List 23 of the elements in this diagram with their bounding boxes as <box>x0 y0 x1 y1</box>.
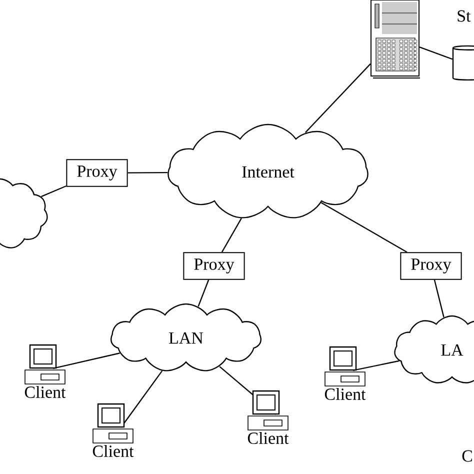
network-cloud: LA <box>394 315 474 384</box>
connector-line <box>198 280 210 307</box>
connector-line <box>434 280 444 318</box>
connector-line <box>320 202 408 253</box>
proxy-box: Proxy <box>400 252 462 280</box>
server-drawing <box>370 0 420 78</box>
connector-line <box>128 172 168 174</box>
client-label: Client <box>24 386 66 398</box>
client-label: Client <box>324 388 366 400</box>
connector-line <box>304 63 371 133</box>
connector-line <box>419 46 453 60</box>
network-cloud: LAN <box>110 303 262 372</box>
database-cylinder <box>452 45 474 81</box>
connector-line <box>41 185 66 198</box>
proxy-box: Proxy <box>183 252 245 280</box>
client-label: Client <box>248 432 289 444</box>
proxy-box: Proxy <box>66 159 128 187</box>
network-cloud: Internet <box>168 124 368 218</box>
client-label: Client <box>92 445 134 457</box>
text-label: St <box>458 10 471 22</box>
connector-line <box>221 218 242 252</box>
network-cloud <box>0 178 48 248</box>
text-label: C <box>462 450 472 462</box>
